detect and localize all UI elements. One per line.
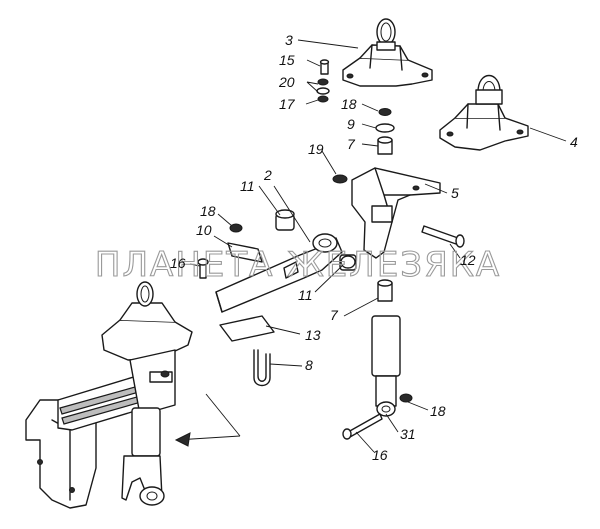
part-2-trailing-arm bbox=[215, 233, 343, 313]
callout-11-top: 11 bbox=[240, 178, 255, 194]
callout-17: 17 bbox=[279, 96, 296, 112]
callout-3: 3 bbox=[285, 32, 293, 48]
callout-11-bottom: 11 bbox=[298, 287, 313, 303]
callout-13: 13 bbox=[305, 327, 321, 343]
callout-20: 20 bbox=[278, 74, 295, 90]
part-13-plate bbox=[219, 315, 275, 342]
part-3-upper-bracket bbox=[342, 18, 433, 87]
callout-9: 9 bbox=[347, 116, 355, 132]
callout-12: 12 bbox=[460, 252, 476, 268]
part-12-bolt bbox=[421, 225, 465, 248]
callout-15: 15 bbox=[279, 52, 295, 68]
callout-8: 8 bbox=[305, 357, 313, 373]
parts-15-20-17-fasteners bbox=[316, 59, 330, 103]
callout-16-bottom: 16 bbox=[372, 447, 388, 463]
callout-7-top: 7 bbox=[347, 136, 356, 152]
part-10-plate bbox=[197, 223, 263, 279]
watermark-text: ПЛАНЕТА ЖЕЛЕЗЯКА bbox=[95, 245, 501, 285]
callout-19: 19 bbox=[308, 141, 324, 157]
callout-18-right: 18 bbox=[430, 403, 446, 419]
parts-18-9-7-stack bbox=[375, 108, 395, 155]
part-11-bushings bbox=[275, 209, 357, 271]
main-suspension-assembly bbox=[25, 281, 193, 509]
arrow-icon bbox=[174, 393, 241, 447]
callout-31: 31 bbox=[400, 426, 416, 442]
callout-18-left: 18 bbox=[200, 203, 216, 219]
part-5-mounting-bracket bbox=[351, 167, 441, 259]
callout-7-bottom: 7 bbox=[330, 307, 339, 323]
shock-absorber-assembly bbox=[342, 279, 413, 440]
part-4-upper-bracket bbox=[439, 75, 529, 151]
callout-10: 10 bbox=[196, 222, 212, 238]
callout-labels: 3 15 20 17 18 9 7 4 19 5 2 11 18 10 16 1… bbox=[170, 32, 578, 463]
callout-5: 5 bbox=[451, 185, 459, 201]
callout-18-top: 18 bbox=[341, 96, 357, 112]
part-8-u-bolt bbox=[253, 349, 271, 387]
part-19-nut bbox=[332, 174, 348, 184]
callout-16-left: 16 bbox=[170, 255, 186, 271]
callout-2: 2 bbox=[263, 167, 272, 183]
callout-4: 4 bbox=[570, 134, 578, 150]
leader-lines bbox=[189, 39, 567, 453]
